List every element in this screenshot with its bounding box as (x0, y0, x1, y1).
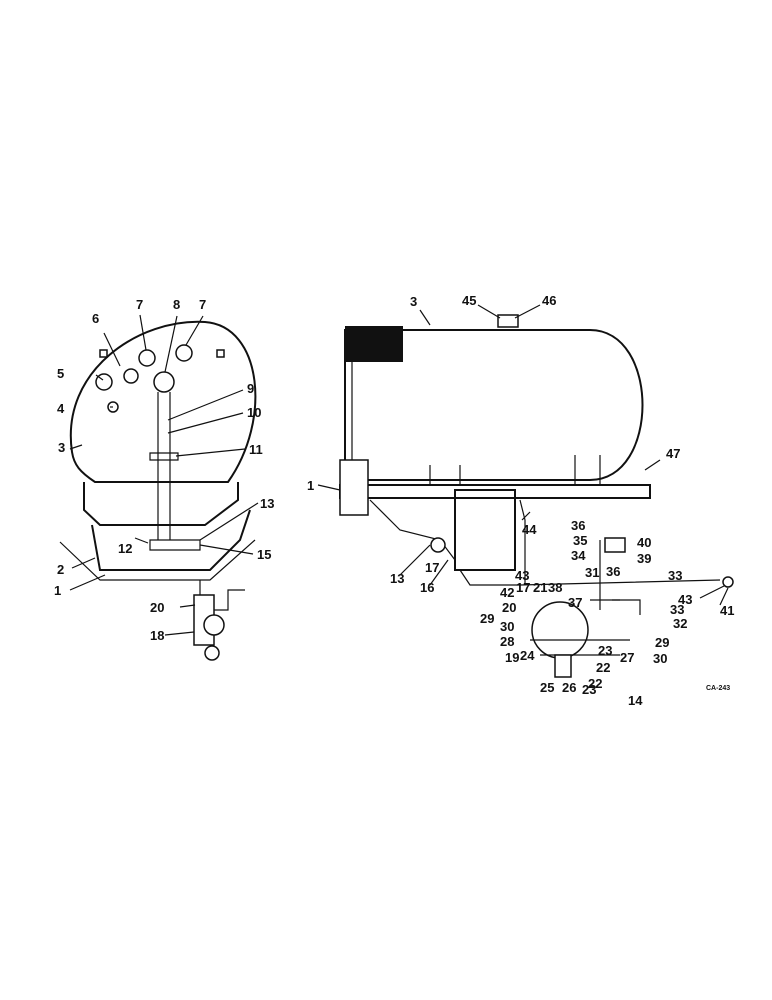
callout-26: 26 (562, 680, 576, 695)
callout-13: 13 (390, 571, 404, 586)
callout-2: 2 (57, 562, 64, 577)
callout-4: 4 (57, 401, 65, 416)
callout-41: 41 (720, 603, 734, 618)
callout-20: 20 (502, 600, 516, 615)
callout-3: 3 (410, 294, 417, 309)
callout-33: 33 (668, 568, 682, 583)
callout-35: 35 (573, 533, 587, 548)
callout-34: 34 (571, 548, 586, 563)
callout-27: 27 (620, 650, 634, 665)
callout-43: 43 (678, 592, 692, 607)
callout-31: 31 (585, 565, 599, 580)
callout-29: 29 (655, 635, 669, 650)
callout-32: 32 (673, 616, 687, 631)
callout-15: 15 (257, 547, 271, 562)
callout-8: 8 (173, 297, 180, 312)
callout-38: 38 (548, 580, 562, 595)
callout-33: 33 (670, 602, 684, 617)
callout-45: 45 (462, 293, 476, 308)
right-side-view (339, 314, 734, 678)
callout-30: 30 (653, 651, 667, 666)
callout-1: 1 (54, 583, 61, 598)
callout-43: 43 (515, 568, 529, 583)
callout-40: 40 (637, 535, 651, 550)
callout-12: 12 (118, 541, 132, 556)
leader-lines (69, 304, 729, 636)
callout-22: 22 (596, 660, 610, 675)
callout-23: 23 (598, 643, 612, 658)
callout-19: 19 (505, 650, 519, 665)
callout-20: 20 (150, 600, 164, 615)
callout-9: 9 (247, 381, 254, 396)
callout-6: 6 (92, 311, 99, 326)
callout-22: 22 (588, 676, 602, 691)
callout-46: 46 (542, 293, 556, 308)
drawing-code: CA-243 (706, 685, 730, 692)
callout-39: 39 (637, 551, 651, 566)
callout-5: 5 (57, 366, 64, 381)
callout-29: 29 (480, 611, 494, 626)
callout-14: 14 (628, 693, 643, 708)
callout-21: 21 (533, 580, 547, 595)
callout-17: 17 (516, 580, 530, 595)
callout-7: 7 (199, 297, 206, 312)
callout-7: 7 (136, 297, 143, 312)
callout-10: 10 (247, 405, 261, 420)
callout-44: 44 (522, 522, 537, 537)
callout-42: 42 (500, 585, 514, 600)
callout-16: 16 (420, 580, 434, 595)
callout-36: 36 (606, 564, 620, 579)
callout-23: 23 (582, 682, 596, 697)
callout-13: 13 (260, 496, 274, 511)
callout-37: 37 (568, 595, 582, 610)
callout-28: 28 (500, 634, 514, 649)
callout-18: 18 (150, 628, 164, 643)
callout-17: 17 (425, 560, 439, 575)
callout-25: 25 (540, 680, 554, 695)
callout-11: 11 (249, 442, 263, 457)
right-callouts: 1 3 13 14 16 17 17 19 20 21 22 22 23 23 … (307, 293, 734, 708)
left-callouts: 1 2 3 4 5 6 7 8 7 9 10 11 12 13 15 18 20 (54, 297, 274, 643)
callout-1: 1 (307, 478, 314, 493)
callout-3: 3 (58, 440, 65, 455)
callout-36: 36 (571, 518, 585, 533)
callout-24: 24 (520, 648, 535, 663)
callout-47: 47 (666, 446, 680, 461)
callout-30: 30 (500, 619, 514, 634)
